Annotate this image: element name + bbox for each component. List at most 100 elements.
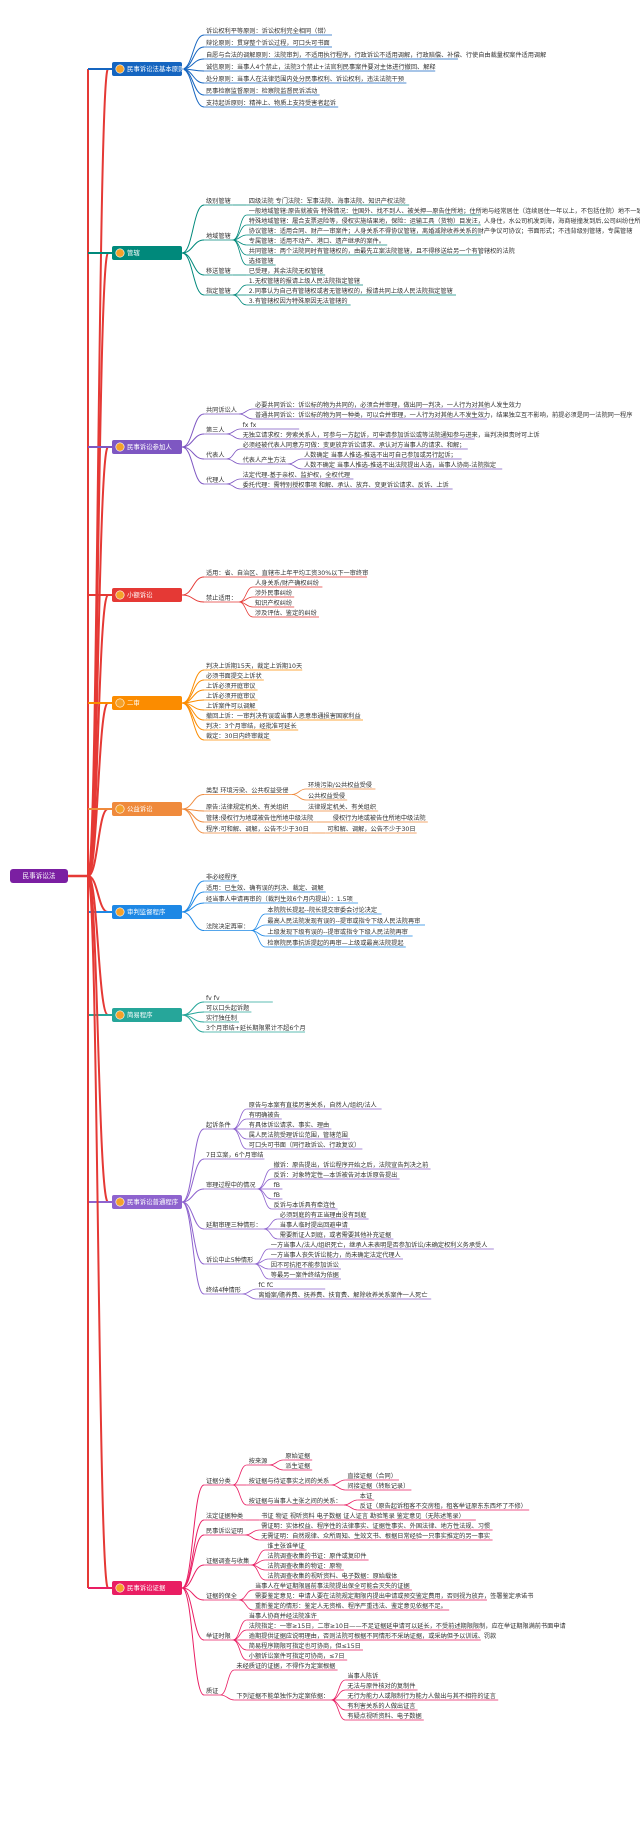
node-label-d2: 法院调查收集的书证：原件或复印件 [267, 1552, 366, 1560]
branch-node-1[interactable] [112, 246, 182, 260]
connector-line [181, 1587, 205, 1641]
node-label-d2: 当事人临时提出回避申请 [280, 1221, 348, 1229]
branch-node-8[interactable] [112, 1195, 182, 1209]
node-label-d3: 有利害关系的人做出证言 [347, 1702, 415, 1710]
node-label-d2: 需证明：实体权益、程序性的法律事实、证据性事实、外国法律、地方性法规、习惯 [261, 1522, 490, 1530]
node-label-d2: 涉及评估、鉴定的纠纷 [255, 609, 317, 617]
connector-line [263, 1218, 278, 1230]
branch-node-4[interactable] [112, 696, 182, 710]
node-label-d2: 3.有管辖权因为特殊原因无法管辖的 [249, 297, 348, 305]
connector-line [181, 1564, 205, 1589]
connector-line [232, 1108, 247, 1130]
node-label-d3: 原始证据 [285, 1452, 310, 1460]
node-label-d1: 民事检察监督原则：检察院监督民诉活动 [206, 87, 317, 95]
node-label-d2: 一方当事人丧失诉讼能力，尚未确定法定代理人 [271, 1251, 401, 1259]
connector-line [287, 463, 303, 470]
node-label-d2: 法律规定机关、有关组织 [308, 803, 376, 811]
node-label-d3: 人数不确定 当事人推选-推选不出法院提出人选，当事人协商-法院指定 [304, 461, 496, 469]
branch-node-0[interactable] [112, 62, 182, 76]
connector-line [181, 1201, 205, 1295]
node-label-d1: 管辖:侵权行为地或被告住所地中级法院 [206, 814, 313, 822]
connector-line [232, 1464, 247, 1486]
node-label-d1: 地域管辖 [206, 232, 231, 240]
branch-node-2[interactable] [112, 440, 182, 454]
emoji-icon [115, 1583, 125, 1593]
branch-node-5[interactable] [112, 802, 182, 816]
branch-label: 民事诉讼证据 [127, 1583, 166, 1592]
node-label-d1: 类型 环境污染、公共权益受侵 [206, 787, 288, 795]
branch-label: 小额诉讼 [127, 590, 153, 599]
connector-line [181, 1014, 205, 1033]
branch-node-7[interactable] [112, 1008, 182, 1022]
connector-line [181, 1587, 205, 1696]
mind-map-nodes: 民事诉讼法民事诉讼法基本原则诉讼权利平等原则：诉讼权利完全相同（错）辩论原则：贯… [10, 27, 640, 1720]
connector-line [181, 669, 205, 704]
connector-line [226, 478, 241, 485]
node-label-d1: 禁止适用： [206, 594, 237, 602]
node-label-d1: 证据的保全 [206, 1592, 238, 1600]
node-label-d2: 上级发现下级有误的--提审或指令下级人民法院再审 [267, 928, 408, 936]
node-label-d3: 人数确定 当事人推选-推选不出可自己参加或另行起诉； [304, 451, 457, 459]
connector-line [238, 601, 254, 618]
node-label-d2: 知识产权纠纷 [255, 599, 292, 607]
connector-line [232, 294, 247, 306]
node-label-d1: 自愿与合法的调解原则：法院审判，不适用执行程序，行政诉讼不适用调解，行政赔偿、补… [206, 51, 546, 59]
branch-label: 公益诉讼 [127, 804, 153, 813]
root-node[interactable] [10, 869, 68, 883]
connector-line [232, 1619, 247, 1641]
node-label-d1: 必须书面提交上诉状 [206, 672, 262, 680]
node-label-d2: 等最另一案件终结为依据 [271, 1271, 339, 1279]
connector-line [331, 1479, 346, 1486]
connector-line [181, 794, 205, 810]
connector-line [181, 252, 205, 276]
branch-label: 审判监督程序 [127, 907, 166, 916]
node-label-d2: 必须经被代表人同意方可做：变更放弃诉讼请求、承认对方当事人的请求、和解； [243, 441, 466, 449]
node-label-d2: 普通共同诉讼：诉讼标的物为同一种类，可以合并审理，一人行为对其他人不发生效力，结… [255, 411, 632, 419]
node-label-d1: 终结4种情形 [206, 1286, 241, 1294]
connector-line [291, 788, 307, 795]
node-label-d2: 法定代理-基于亲权、监护权，全权代理 [243, 471, 350, 479]
node-label-d1: 代表人 [206, 451, 225, 459]
node-label-d3: 当事人陈诉 [347, 1672, 378, 1680]
connector-line [181, 68, 205, 108]
node-label-d1: 民事诉讼证明 [206, 1527, 243, 1535]
branch-node-6[interactable] [112, 905, 182, 919]
node-label-d1: 审理过程中的情况 [206, 1181, 256, 1189]
connector-line [257, 1188, 272, 1210]
connector-line [181, 1128, 205, 1203]
connector-line [226, 433, 241, 440]
connector-line [257, 1178, 272, 1190]
node-label-d2: 反诉：对象特定性—本诉被告对本诉原告提出 [274, 1171, 398, 1179]
connector-line [232, 1639, 247, 1651]
node-label-d1: 级别管辖 [206, 197, 231, 205]
connector-line [181, 679, 205, 704]
branch-node-9[interactable] [112, 1581, 182, 1595]
node-label-d3: 派生证据 [285, 1462, 310, 1470]
node-label-d1: 非必经程序 [206, 873, 237, 881]
node-label-d2: 书证 物证 视听资料 电子数据 证人证言 勘验笔录 鉴定意见（无陈述笔录） [261, 1512, 465, 1520]
node-label-d2: 按来源 [249, 1457, 268, 1465]
connector-line [181, 1534, 205, 1589]
connector-line [331, 1689, 346, 1701]
emoji-icon [115, 442, 125, 452]
branch-label: 管辖 [127, 248, 140, 257]
node-label-d1: 原告:法律规定机关、有关组织 [206, 803, 289, 811]
connector-line [181, 239, 205, 254]
connector-line [181, 1587, 205, 1601]
connector-line [287, 458, 303, 465]
node-label-d1: 上诉案件可以调解 [206, 702, 256, 710]
node-label-d2: 可口头可书面（同行政诉讼、行政复议） [249, 1141, 360, 1149]
node-label-d2: 未经质证的证据，不得作为定案根据 [236, 1662, 335, 1670]
root-node-label: 民事诉讼法 [23, 871, 56, 880]
branch-node-3[interactable] [112, 588, 182, 602]
emoji-icon [115, 590, 125, 600]
connector-line [331, 1484, 346, 1491]
connector-line [226, 483, 241, 490]
emoji-icon [115, 804, 125, 814]
connector-line [181, 1201, 205, 1265]
connector-line [238, 1599, 254, 1611]
node-label-d2: 当事人协商并经法院准许 [249, 1612, 317, 1620]
connector-line [232, 214, 247, 241]
node-label-d1: 撤回上诉：一审判决有误或当事人恶意串通损害国家利益 [206, 712, 361, 720]
